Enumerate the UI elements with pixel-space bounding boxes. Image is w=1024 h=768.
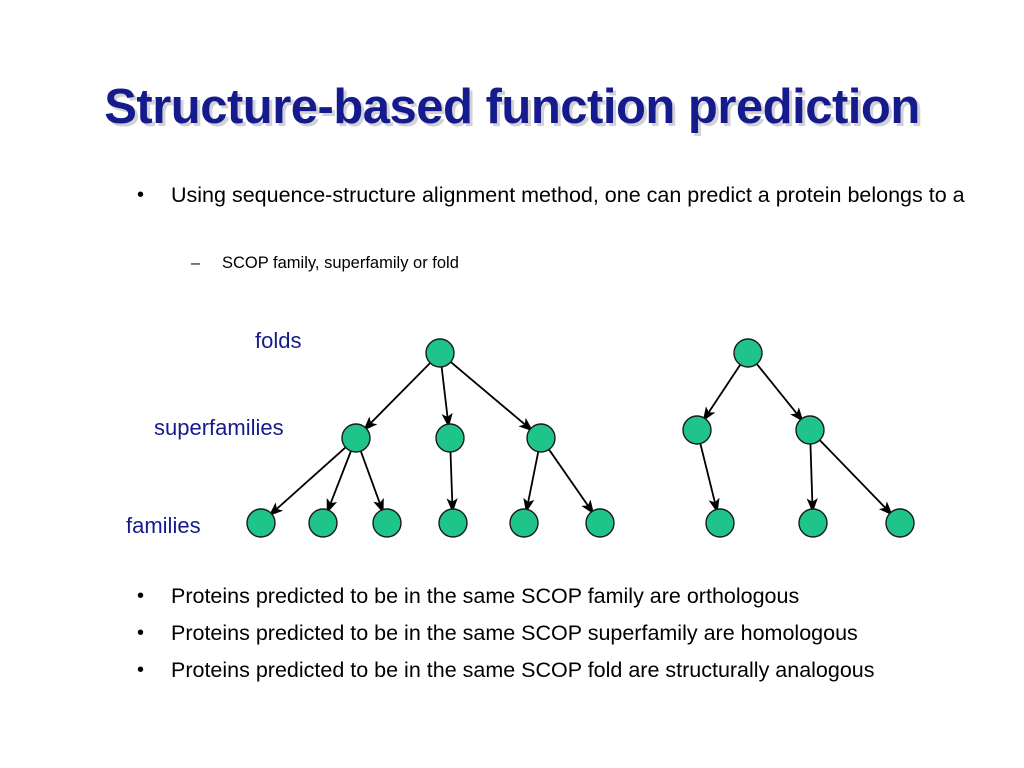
tier-label-superfamilies: superfamilies [154,415,284,440]
hierarchy-edge [440,365,453,428]
bullet-marker-icon: • [137,622,145,644]
scop-hierarchy-diagram: folds superfamilies families [0,310,1024,560]
bullet-text-homologous: Proteins predicted to be in the same SCO… [171,621,858,645]
hierarchy-node-family[interactable] [438,508,468,538]
bullet-item-homologous: • Proteins predicted to be in the same S… [137,619,1017,648]
hierarchy-svg: folds superfamilies families [126,328,915,538]
hierarchy-node-family[interactable] [372,508,402,538]
hierarchy-edge [523,450,540,513]
bullet-item-intro: • Using sequence-structure alignment met… [137,181,987,210]
hierarchy-node-family[interactable] [308,508,338,538]
hierarchy-node-fold[interactable] [733,338,763,368]
hierarchy-node-fold[interactable] [425,338,455,368]
bullet-item-orthologous: • Proteins predicted to be in the same S… [137,582,1007,611]
hierarchy-edge [755,362,804,422]
hierarchy-edge [699,442,720,514]
tier-label-layer: folds superfamilies families [126,328,301,538]
bullet-text-analogous: Proteins predicted to be in the same SCO… [171,658,875,682]
bullet-marker-icon: • [137,659,145,681]
hierarchy-node-superfamily[interactable] [682,415,712,445]
hierarchy-edge [268,445,347,517]
bullet-text-scop-levels: SCOP family, superfamily or fold [222,254,459,272]
hierarchy-node-family[interactable] [246,508,276,538]
hierarchy-edge [363,361,432,431]
hierarchy-node-superfamily[interactable] [435,423,465,453]
hierarchy-node-superfamily[interactable] [526,423,556,453]
hierarchy-node-superfamily[interactable] [795,415,825,445]
hierarchy-node-family[interactable] [509,508,539,538]
tier-label-folds: folds [255,328,301,353]
bullet-text-intro: Using sequence-structure alignment metho… [171,183,965,207]
hierarchy-edge [326,449,353,514]
node-layer [246,338,915,538]
page-title: Structure-based function prediction [104,80,920,134]
hierarchy-node-family[interactable] [585,508,615,538]
hierarchy-edge [446,450,458,513]
edge-layer [268,360,893,517]
tier-label-families: families [126,513,201,538]
hierarchy-edge [806,442,818,513]
hierarchy-node-superfamily[interactable] [341,423,371,453]
hierarchy-node-family[interactable] [885,508,915,538]
hierarchy-edge [818,438,893,516]
hierarchy-edge [547,448,595,515]
hierarchy-edge [449,360,534,432]
dash-marker-icon: – [191,255,200,272]
hierarchy-node-family[interactable] [798,508,828,538]
bullet-item-scop-levels: – SCOP family, superfamily or fold [191,252,891,275]
hierarchy-node-family[interactable] [705,508,735,538]
bullet-item-analogous: • Proteins predicted to be in the same S… [137,656,937,685]
bullet-text-orthologous: Proteins predicted to be in the same SCO… [171,584,800,608]
hierarchy-edge [359,449,385,514]
bullet-marker-icon: • [137,184,145,206]
hierarchy-edge [702,363,742,422]
bullet-marker-icon: • [137,585,145,607]
